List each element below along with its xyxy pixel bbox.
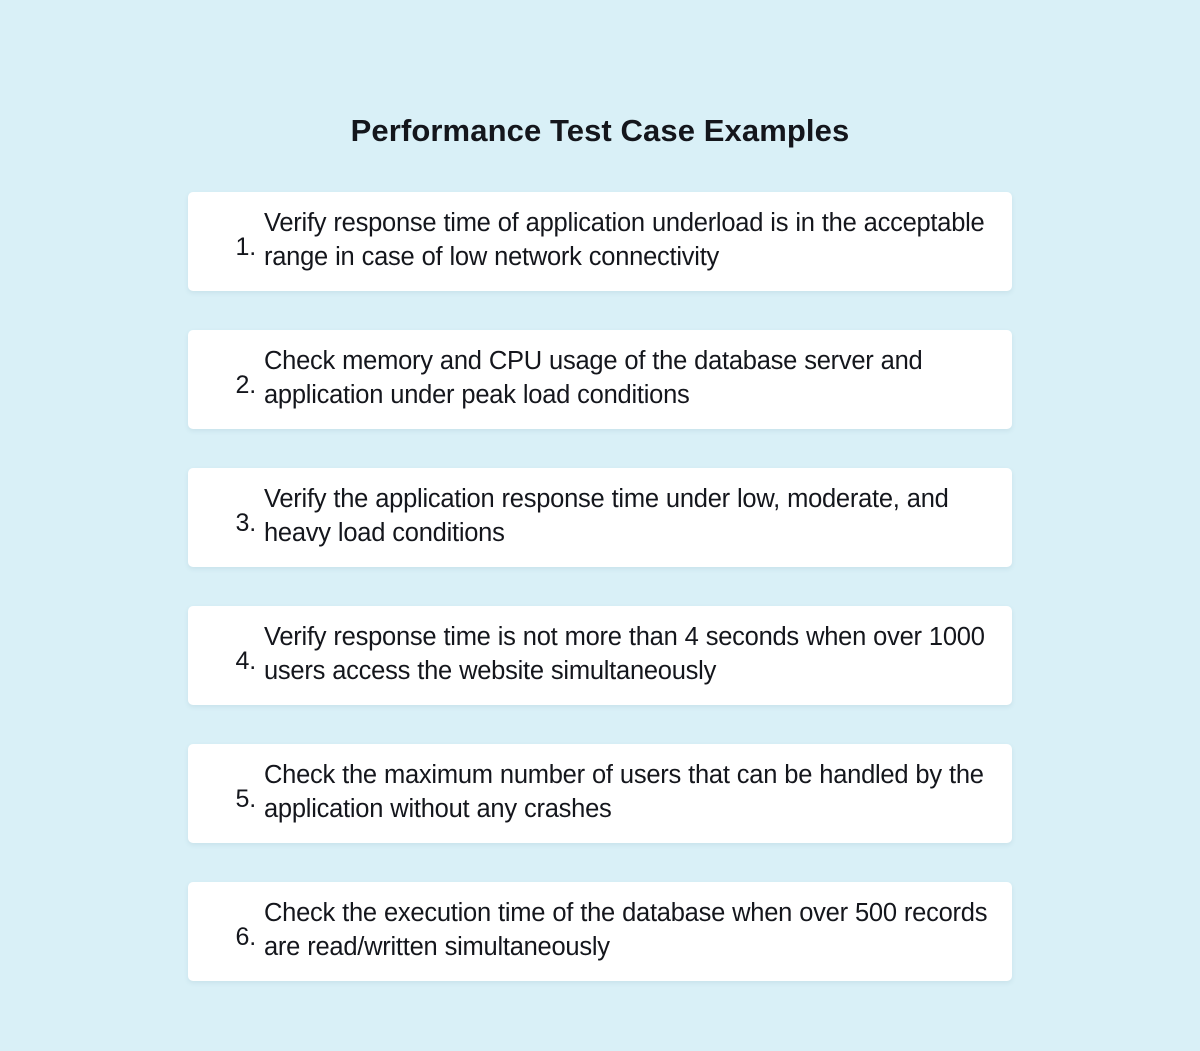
list-item-number: 3.	[235, 508, 257, 537]
list-item: 1. Verify response time of application u…	[188, 192, 1012, 291]
list-item-text: Verify response time is not more than 4 …	[264, 623, 985, 685]
test-case-list: 1. Verify response time of application u…	[188, 192, 1012, 981]
page-title: Performance Test Case Examples	[350, 112, 850, 148]
list-item-text: Verify the application response time und…	[264, 485, 949, 547]
list-item: 3. Verify the application response time …	[188, 468, 1012, 567]
list-item-text: Check memory and CPU usage of the databa…	[264, 347, 923, 409]
list-item-text: Check the execution time of the database…	[264, 899, 988, 961]
list-item: 5. Check the maximum number of users tha…	[188, 744, 1012, 843]
list-item: 2. Check memory and CPU usage of the dat…	[188, 330, 1012, 429]
list-item-text: Check the maximum number of users that c…	[264, 761, 984, 823]
list-item-number: 5.	[235, 784, 257, 813]
list-item-number: 1.	[235, 232, 257, 261]
list-item: 4. Verify response time is not more than…	[188, 606, 1012, 705]
list-item: 6. Check the execution time of the datab…	[188, 882, 1012, 981]
list-item-text: Verify response time of application unde…	[264, 209, 985, 271]
list-item-number: 6.	[235, 922, 257, 951]
list-item-number: 2.	[235, 370, 257, 399]
list-item-number: 4.	[235, 646, 257, 675]
